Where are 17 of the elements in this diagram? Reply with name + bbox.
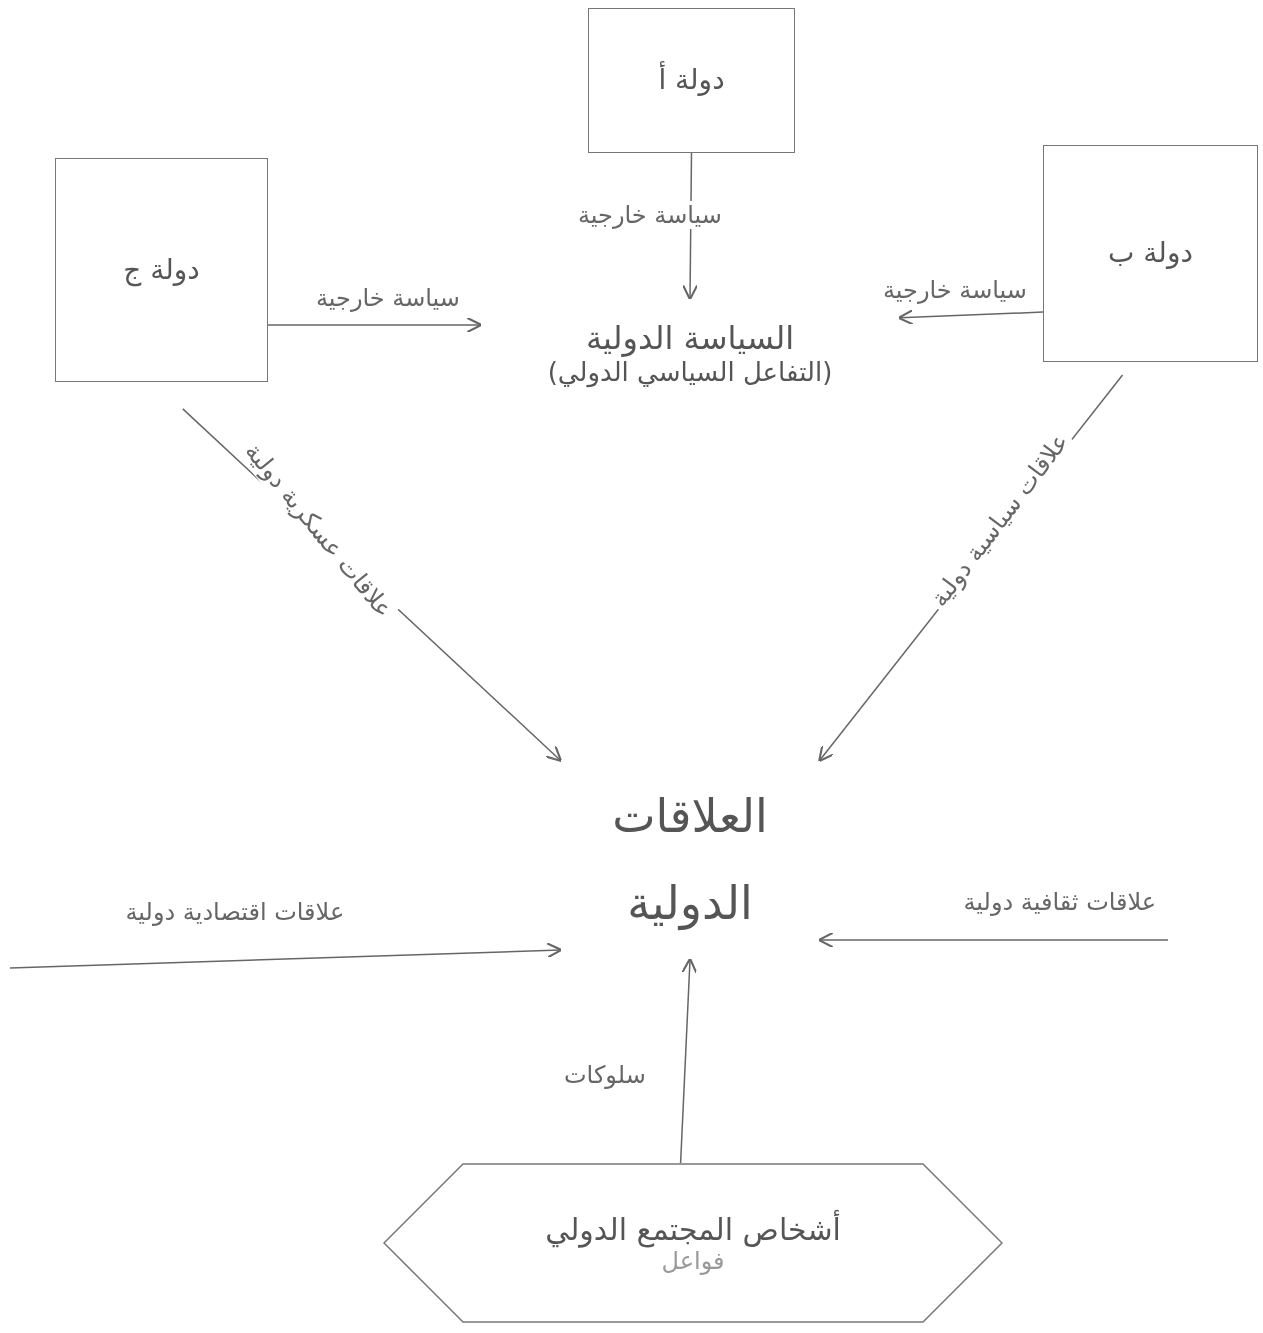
- box-label: دولة ب: [1107, 235, 1194, 272]
- box-label: دولة أ: [657, 60, 726, 99]
- arrow: [679, 957, 698, 1164]
- arrow: [897, 309, 1044, 326]
- arrow: [9, 942, 563, 969]
- node-subtitle: (التفاعل السياسي الدولي): [547, 357, 833, 387]
- state-box: [1043, 145, 1258, 362]
- state-box: [55, 158, 268, 382]
- node-title: السياسة الدولية: [585, 319, 795, 357]
- arrow: [817, 931, 1169, 949]
- state-box: [588, 8, 795, 153]
- box-label: دولة ج: [122, 251, 201, 289]
- hexagon-shape: [383, 1163, 1003, 1323]
- node-title: العلاقات الدولية: [611, 787, 769, 933]
- node-subtitle: فواعل: [661, 1246, 725, 1275]
- arrow: [267, 316, 483, 333]
- node-title: أشخاص المجتمع الدولي: [545, 1211, 841, 1247]
